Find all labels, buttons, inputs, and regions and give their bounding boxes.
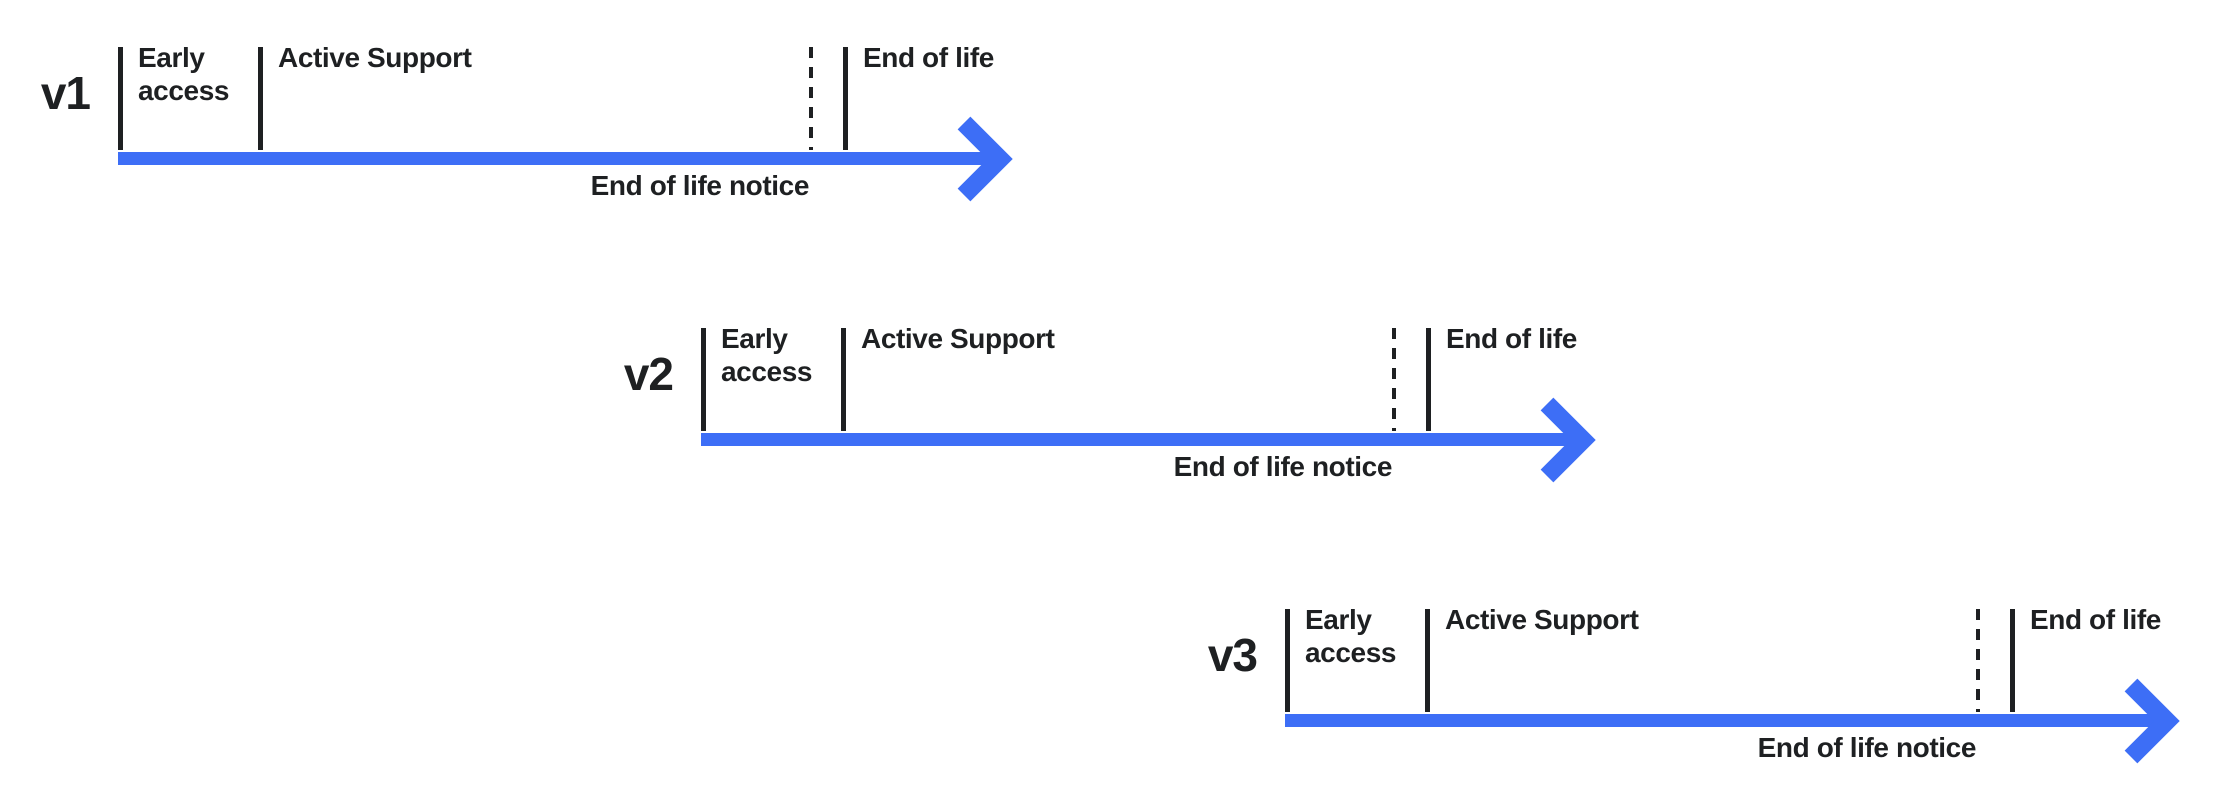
early-access-start-tick <box>701 328 706 431</box>
end-of-life-tick <box>843 47 848 150</box>
version-label: v2 <box>623 348 674 400</box>
end-of-life-label: End of life <box>1446 323 1577 354</box>
timeline-v3: v3 Early access Active Support End of li… <box>1035 601 2228 801</box>
end-of-life-notice-label: End of life notice <box>1757 732 1977 763</box>
early-access-label: Early access <box>721 323 813 387</box>
timeline-arrow-shaft <box>701 433 1585 446</box>
timeline-arrow-shaft <box>118 152 1002 165</box>
eol-notice-dashed-line <box>1976 609 1980 712</box>
eol-notice-dashed-line <box>809 47 813 150</box>
end-of-life-tick <box>1426 328 1431 431</box>
end-of-life-notice-label: End of life notice <box>590 170 810 201</box>
version-label: v3 <box>1207 629 1258 681</box>
early-access-label: Early access <box>1305 604 1397 668</box>
arrow-head-icon <box>957 116 1013 202</box>
active-support-label: Active Support <box>278 42 472 73</box>
end-of-life-notice-label: End of life notice <box>1173 451 1393 482</box>
active-support-start-tick <box>1425 609 1430 712</box>
version-label: v1 <box>40 67 91 119</box>
end-of-life-tick <box>2010 609 2015 712</box>
arrow-head-icon <box>2124 678 2180 764</box>
active-support-start-tick <box>258 47 263 150</box>
early-access-label: Early access <box>138 42 230 106</box>
arrow-head-icon <box>1540 397 1596 483</box>
early-access-start-tick <box>118 47 123 150</box>
timeline-v1: v1 Early access Active Support End of li… <box>0 39 1068 239</box>
end-of-life-label: End of life <box>2030 604 2161 635</box>
eol-notice-dashed-line <box>1392 328 1396 431</box>
active-support-label: Active Support <box>861 323 1055 354</box>
timeline-arrow-shaft <box>1285 714 2169 727</box>
active-support-label: Active Support <box>1445 604 1639 635</box>
timeline-v2: v2 Early access Active Support End of li… <box>451 320 1651 520</box>
active-support-start-tick <box>841 328 846 431</box>
early-access-start-tick <box>1285 609 1290 712</box>
end-of-life-label: End of life <box>863 42 994 73</box>
